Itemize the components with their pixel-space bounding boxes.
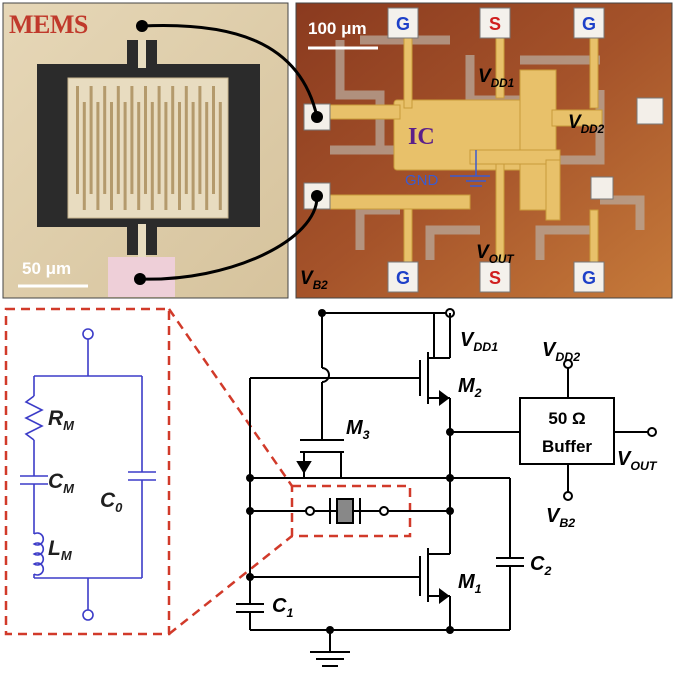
comb-finger — [82, 102, 86, 210]
m3-label: M3 — [346, 417, 370, 442]
ground-icon — [450, 150, 490, 187]
mems-comb-fingers — [76, 86, 222, 210]
bond-wires — [139, 24, 319, 281]
comb-finger — [137, 102, 141, 210]
m2-label: M2 — [458, 375, 482, 400]
comb-finger — [150, 102, 154, 210]
vdd2-label: VDD2 — [542, 339, 580, 364]
comb-finger — [178, 102, 181, 210]
bottom-pad-label-0: G — [396, 268, 410, 288]
mems-photo: 50 μm MEMS — [2, 2, 289, 299]
bottom-pad-1 — [479, 261, 511, 293]
c0-label: C0 — [100, 489, 123, 515]
vdd1-label: VDD1 — [460, 329, 498, 354]
comb-finger — [191, 102, 195, 210]
comb-finger — [164, 102, 168, 210]
cm-label: CM — [48, 470, 75, 496]
schematic — [236, 308, 657, 667]
equivalent-circuit-labels: RM CM LM C0 — [48, 407, 123, 563]
buffer-label-line2: Buffer — [542, 437, 592, 456]
comb-finger — [89, 86, 93, 194]
junction-dots — [246, 309, 454, 634]
lm-label: LM — [48, 537, 73, 563]
ic-vdd1-label: VDD1 — [478, 66, 514, 90]
comb-finger — [123, 102, 127, 210]
top-pad-label-2: G — [582, 14, 596, 34]
comb-finger — [198, 86, 202, 194]
eq-dashed-box — [4, 307, 171, 636]
top-pad-label-0: G — [396, 14, 410, 34]
ic-photo: G S G G S G 100 μm IC GND VDD1 VDD2 VOUT VB2 — [295, 2, 673, 299]
comb-finger — [130, 86, 134, 194]
comb-finger — [184, 86, 188, 194]
top-pad-1 — [479, 7, 511, 39]
comb-finger — [110, 102, 113, 210]
buffer-label-line1: 50 Ω — [548, 409, 585, 428]
comb-finger — [96, 102, 100, 210]
bottom-pad-label-1: S — [489, 268, 501, 288]
ic-vb2-label: VB2 — [300, 268, 328, 292]
vb2-label: VB2 — [546, 505, 575, 530]
comb-finger — [76, 86, 79, 194]
top-pad-0 — [387, 7, 419, 39]
comb-finger — [205, 102, 209, 210]
bottom-pad-2 — [573, 261, 605, 293]
ic-vout-label: VOUT — [476, 242, 515, 266]
ic-vdd2-label: VDD2 — [568, 112, 605, 136]
vout-label: VOUT — [617, 448, 658, 473]
c2-label: C2 — [530, 553, 551, 578]
mems-scale-label: 50 μm — [22, 259, 71, 278]
comb-finger — [171, 86, 175, 194]
comb-finger — [116, 86, 120, 194]
c1-label: C1 — [272, 595, 293, 620]
ic-label: IC — [408, 124, 435, 150]
equivalent-circuit — [4, 307, 171, 636]
schematic-labels: VDD1 VDD2 VOUT VB2 M2 M3 M1 C1 C2 50 Ω B… — [272, 329, 658, 620]
zoom-lines — [167, 308, 412, 635]
comb-finger — [212, 86, 215, 194]
bottom-pad-0 — [387, 261, 419, 293]
rm-label: RM — [48, 407, 75, 433]
comb-finger — [157, 86, 161, 194]
ic-scale-label: 100 μm — [308, 19, 367, 38]
m1-label: M1 — [458, 571, 482, 596]
gnd-label: GND — [405, 172, 439, 189]
top-pad-2 — [573, 7, 605, 39]
comb-finger — [218, 102, 222, 210]
top-pad-label-1: S — [489, 14, 501, 34]
comb-finger — [144, 86, 147, 194]
mems-title: MEMS — [9, 10, 88, 39]
comb-finger — [103, 86, 107, 194]
bottom-pad-label-2: G — [582, 268, 596, 288]
